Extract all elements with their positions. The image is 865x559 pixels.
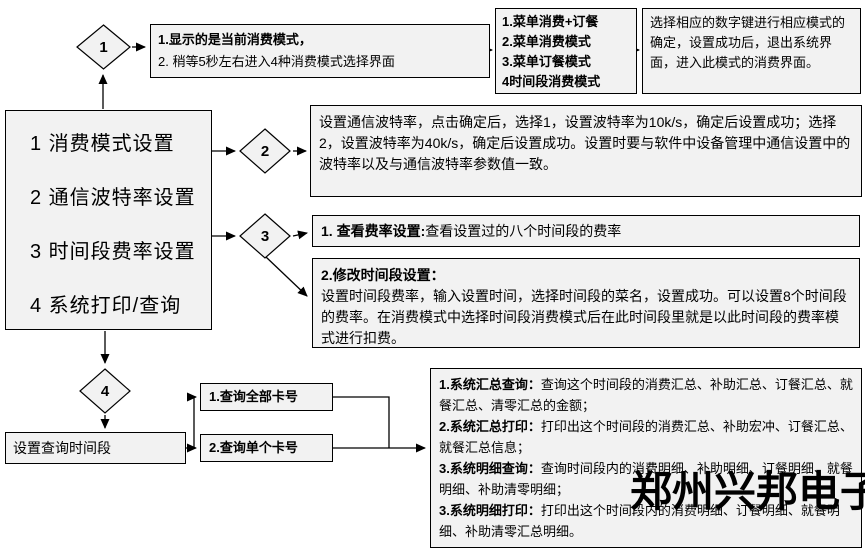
result-line-summary-query: 1.系统汇总查询：查询这个时间段的消费汇总、补助汇总、订餐汇总、就餐汇总、清零汇… xyxy=(439,374,853,416)
decision-node-2: 2 xyxy=(239,128,291,174)
query-single-card-box: 2.查询单个卡号 xyxy=(200,434,333,462)
baudrate-box: 设置通信波特率，点击确定后，选择1，设置波特率为10k/s，确定后设置成功；选择… xyxy=(310,105,862,197)
result-line-2-label: 2.系统汇总打印： xyxy=(439,419,541,434)
rate-view-label: 1. 查看费率设置: xyxy=(321,223,426,239)
menu-item-print-query: 4 系统打印/查询 xyxy=(30,295,182,317)
mode-option-2: 2.菜单消费模式 xyxy=(502,34,591,49)
menu-item-rate: 3 时间段费率设置 xyxy=(30,241,196,263)
query-all-cards-box: 1.查询全部卡号 xyxy=(200,383,333,411)
rate-modify-label: 2.修改时间段设置： xyxy=(321,267,445,283)
result-line-4-text: 打印出这个时间段内的消费明细、订餐明细、就餐明细、补助清零汇总明细。 xyxy=(439,503,840,539)
decision-node-4-label: 4 xyxy=(100,382,110,400)
mode-option-4: 4时间段消费模式 xyxy=(502,74,601,89)
result-line-3-label: 3.系统明细查询： xyxy=(439,461,541,476)
mode-option-3: 3.菜单订餐模式 xyxy=(502,54,591,69)
mode-options-box: 1.菜单消费+订餐 2.菜单消费模式 3.菜单订餐模式 4时间段消费模式 xyxy=(495,8,637,94)
result-line-1-label: 1.系统汇总查询： xyxy=(439,377,541,392)
result-line-3-text: 查询时间段内的消费明细、补助明细、订餐明细、就餐明细、补助清零明细； xyxy=(439,461,853,497)
menu-item-consume-mode: 1 消费模式设置 xyxy=(30,133,175,155)
mode-display-line1: 1.显示的是当前消费模式， xyxy=(158,32,312,47)
query-period-box: 设置查询时间段 xyxy=(5,432,186,464)
decision-node-3: 3 xyxy=(239,213,291,259)
mode-display-box: 1.显示的是当前消费模式， 2. 稍等5秒左右进入4种消费模式选择界面 xyxy=(150,24,490,78)
result-line-2-text: 打印出这个时间段的消费汇总、补助宏冲、订餐汇总、就餐汇总信息； xyxy=(439,419,853,455)
rate-view-box: 1. 查看费率设置:查看设置过的八个时间段的费率 xyxy=(312,215,860,247)
result-line-detail-print: 3.系统明细打印：打印出这个时间段内的消费明细、订餐明细、就餐明细、补助清零汇总… xyxy=(439,500,853,542)
decision-node-1-label: 1 xyxy=(99,38,108,56)
main-menu-box: 1 消费模式设置 2 通信波特率设置 3 时间段费率设置 4 系统打印/查询 xyxy=(5,110,212,330)
decision-node-4: 4 xyxy=(79,368,131,414)
rate-modify-text: 设置时间段费率，输入设置时间，选择时间段的菜名，设置成功。可以设置8个时间段的费… xyxy=(321,288,847,346)
system-query-result-box: 1.系统汇总查询：查询这个时间段的消费汇总、补助汇总、订餐汇总、就餐汇总、清零汇… xyxy=(430,368,862,548)
mode-confirm-box: 选择相应的数字键进行相应模式的确定，设置成功后，退出系统界面，进入此模式的消费界… xyxy=(642,8,861,94)
menu-item-baudrate: 2 通信波特率设置 xyxy=(30,187,196,209)
result-line-4-label: 3.系统明细打印： xyxy=(439,503,541,518)
watermark-text: 郑州兴邦电子 xyxy=(630,468,865,515)
result-line-detail-query: 3.系统明细查询：查询时间段内的消费明细、补助明细、订餐明细、就餐明细、补助清零… xyxy=(439,458,853,500)
result-line-summary-print: 2.系统汇总打印：打印出这个时间段的消费汇总、补助宏冲、订餐汇总、就餐汇总信息； xyxy=(439,416,853,458)
rate-view-text: 查看设置过的八个时间段的费率 xyxy=(425,223,622,239)
decision-node-1: 1 xyxy=(76,24,131,70)
decision-node-2-label: 2 xyxy=(260,142,270,160)
decision-node-3-label: 3 xyxy=(260,227,270,245)
mode-option-1: 1.菜单消费+订餐 xyxy=(502,14,599,29)
rate-modify-box: 2.修改时间段设置： 设置时间段费率，输入设置时间，选择时间段的菜名，设置成功。… xyxy=(312,258,860,348)
result-line-1-text: 查询这个时间段的消费汇总、补助汇总、订餐汇总、就餐汇总、清零汇总的金额； xyxy=(439,377,853,413)
mode-display-line2: 2. 稍等5秒左右进入4种消费模式选择界面 xyxy=(158,54,395,69)
